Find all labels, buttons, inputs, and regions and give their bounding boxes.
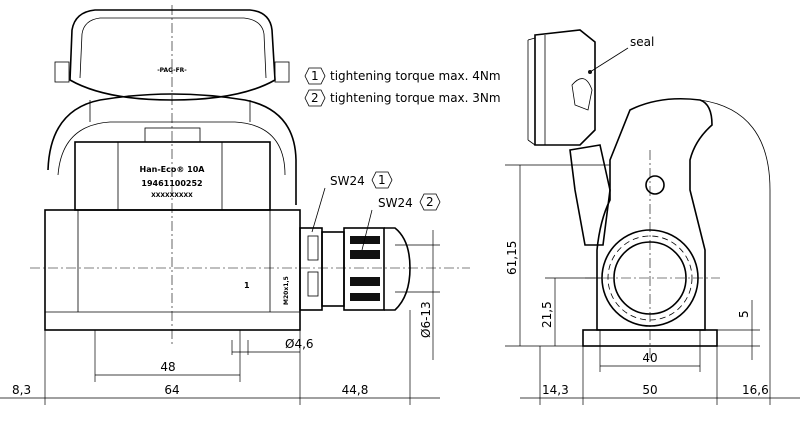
notes: 1 tightening torque max. 4Nm 2 tightenin… [304,67,501,107]
dim-axis-height: 21,5 [540,301,554,328]
note-1: tightening torque max. 4Nm [330,69,501,83]
sw2-label: SW24 [378,196,413,210]
upper-block [74,141,271,211]
cable-gland [299,227,411,311]
svg-text:2: 2 [311,91,319,105]
sw1-ref: 1 [378,173,386,187]
dim-side-right-offset: 16,6 [742,383,769,397]
note-2: tightening torque max. 3Nm [330,91,501,105]
cover-mark: -PAG-FR- [157,67,187,74]
thread-label: M20x1,5 [283,276,290,305]
dim-foot-height: 5 [737,310,751,318]
front-dimensions: 8,3 64 44,8 48 Ø4,6 Ø6-13 [0,230,440,405]
side-view: seal 61,15 21,5 5 40 14,3 50 [505,29,800,405]
cover [69,9,276,101]
dim-side-left-offset: 14,3 [542,383,569,397]
dim-left-offset: 8,3 [12,383,31,397]
seal-label: seal [630,35,654,49]
dim-gland-length: 44,8 [342,383,369,397]
part-number: 19461100252 [141,179,202,188]
locking-lever [47,93,297,205]
housing-side [596,97,713,331]
dim-side-width: 50 [642,383,657,397]
dim-hole-dia: Ø4,6 [285,337,314,351]
sw2-ref: 2 [426,195,434,209]
dim-height: 61,15 [505,241,519,275]
side-dimensions: 61,15 21,5 5 40 14,3 50 16,6 [505,164,800,405]
dim-side-hole-spacing: 40 [642,351,657,365]
serial-number: XXXXXXXXX [151,192,193,199]
base [582,329,718,347]
dim-hole-spacing: 48 [160,360,175,374]
product-name: Han-Eco® 10A [140,165,206,174]
svg-text:1: 1 [311,69,319,83]
cover-side [534,29,596,146]
front-view: -PAG-FR- Han-Eco® 10A 19461100252 XXXXXX… [0,5,501,405]
sw1-label: SW24 [330,174,365,188]
dim-width: 64 [164,383,179,397]
position-mark: 1 [244,281,250,290]
dim-cable-range: Ø6-13 [419,301,433,338]
